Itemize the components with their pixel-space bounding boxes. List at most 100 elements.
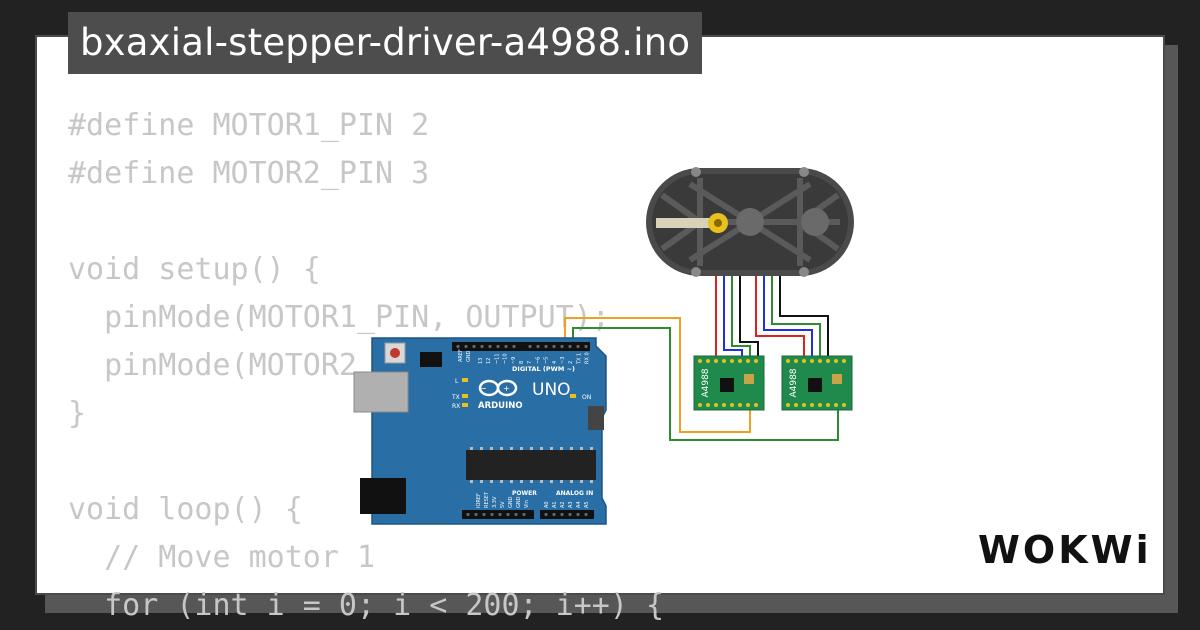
- pin-label: GND: [516, 496, 522, 508]
- driver-chip: [720, 378, 734, 392]
- driver-label: A4988: [701, 368, 711, 397]
- board-brand: ARDUINO: [478, 401, 523, 411]
- icsp-right: [588, 406, 604, 430]
- driver-label: A4988: [789, 368, 799, 397]
- pin-label: A2: [560, 501, 566, 508]
- pin-label: ~5: [544, 357, 550, 364]
- motor-shaft: [656, 218, 718, 228]
- code-line: void setup() {: [68, 252, 321, 287]
- pin-label: ~9: [511, 357, 517, 364]
- code-line: #define MOTOR2_PIN 3: [68, 156, 430, 191]
- driver-potentiometer: [832, 374, 842, 384]
- atmega-chip: [466, 450, 596, 480]
- wire-blue: [723, 276, 743, 356]
- pin-label: 4: [552, 361, 558, 364]
- a4988-driver-2[interactable]: A4988: [781, 355, 853, 411]
- analog-header-label: ANALOG IN: [556, 490, 593, 497]
- biaxial-stepper-motor[interactable]: [646, 167, 854, 277]
- code-line: pinMode(MOTOR2: [68, 348, 357, 383]
- power-header: [462, 510, 534, 519]
- code-line: pinMode(MOTOR1_PIN, OUTPUT);: [68, 300, 610, 335]
- wire-green: [731, 276, 751, 356]
- screw-icon: [799, 167, 809, 177]
- driver-pins: [698, 359, 758, 407]
- wire-green: [771, 276, 821, 356]
- wokwi-logo[interactable]: WOKWi: [978, 528, 1152, 572]
- reset-button-cap[interactable]: [390, 348, 400, 358]
- logo-minus-icon: −: [480, 384, 487, 393]
- pin-label: A4: [576, 501, 582, 508]
- pin-label: 7: [527, 361, 533, 364]
- motor-rear-hub: [801, 208, 829, 236]
- shaft-center: [714, 219, 722, 227]
- led-on-label: ON: [582, 394, 591, 401]
- pin-label: TX 1: [576, 353, 582, 365]
- code-line: // Move motor 1: [68, 540, 376, 575]
- digital-header-label: DIGITAL (PWM ~): [512, 365, 575, 373]
- wire-red: [755, 276, 805, 356]
- pin-label: 2: [568, 361, 574, 364]
- screw-icon: [799, 267, 809, 277]
- pin-label: ~3: [560, 357, 566, 364]
- pin-label: 8: [519, 361, 525, 364]
- bottom-header-pins: [466, 512, 588, 517]
- code-line: #define MOTOR1_PIN 2: [68, 108, 430, 143]
- screw-icon: [691, 267, 701, 277]
- code-line: void loop() {: [68, 492, 303, 527]
- led-tx-icon: [462, 394, 468, 398]
- pin-label-aref: AREF: [458, 349, 464, 362]
- wire-black: [739, 276, 759, 356]
- led-rx-label: RX: [452, 403, 460, 410]
- pin-label: 3.3V: [492, 496, 498, 508]
- wire-blue: [763, 276, 813, 356]
- power-jack: [360, 478, 406, 514]
- usb-port: [353, 371, 409, 413]
- led-tx-label: TX: [451, 394, 460, 401]
- project-title[interactable]: bxaxial-stepper-driver-a4988.ino: [68, 12, 703, 74]
- pin-label: 12: [486, 358, 492, 364]
- code-preview: #define MOTOR1_PIN 2 #define MOTOR2_PIN 3…: [68, 102, 664, 630]
- chip-pins: [470, 447, 593, 483]
- led-rx-icon: [462, 403, 468, 407]
- pin-label: A1: [552, 501, 558, 508]
- driver-chip: [808, 378, 822, 392]
- driver-pins: [786, 359, 846, 407]
- pin-label: RESET: [484, 491, 490, 508]
- wire-black: [779, 276, 829, 356]
- digital-header: [452, 342, 590, 351]
- pin-label: IOREF: [476, 493, 482, 508]
- led-on-icon: [570, 394, 576, 398]
- digital-header-pins: [456, 344, 588, 349]
- pin-label-gnd: GND: [466, 350, 472, 362]
- pin-label: A0: [544, 501, 550, 508]
- wire-green: [572, 327, 839, 441]
- pin-label: Vin: [524, 500, 530, 508]
- pin-label: A3: [568, 501, 574, 508]
- pin-label: ~6: [535, 357, 541, 364]
- power-header-label: POWER: [512, 490, 537, 497]
- led-l-label: L: [455, 378, 459, 385]
- wires: [564, 276, 839, 441]
- wire-orange: [564, 317, 751, 433]
- logo-plus-icon: +: [503, 384, 510, 393]
- pin-label: 13: [478, 358, 484, 364]
- led-l-icon: [462, 378, 468, 382]
- pin-label: 5V: [500, 501, 506, 508]
- pin-label: ~11: [494, 353, 500, 364]
- board-model: UNO: [532, 380, 571, 400]
- analog-header: [540, 510, 594, 519]
- pin-label: A5: [584, 501, 590, 508]
- arduino-uno[interactable]: AREF GND DIGITAL (PWM ~) L TX RX ON − + …: [353, 337, 607, 525]
- pin-label: GND: [508, 496, 514, 508]
- arduino-logo-icon: [478, 379, 518, 397]
- a4988-driver-1[interactable]: A4988: [693, 355, 765, 411]
- motor-hub: [736, 208, 764, 236]
- driver-potentiometer: [744, 374, 754, 384]
- pin-label: RX 0: [585, 352, 591, 364]
- pin-label: ~10: [503, 353, 509, 364]
- icsp-header: [420, 352, 442, 367]
